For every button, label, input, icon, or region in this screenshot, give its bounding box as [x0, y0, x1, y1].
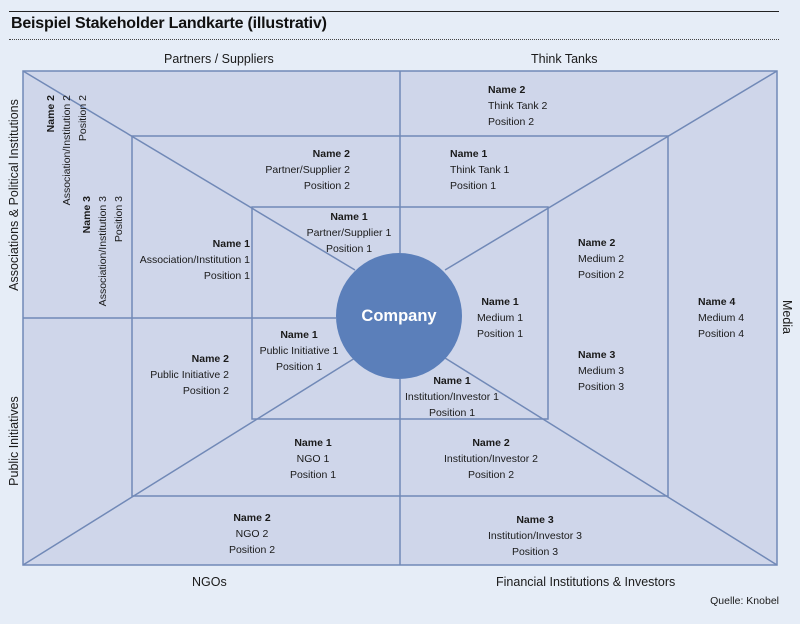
stakeholder-name: Name 1: [330, 211, 368, 223]
diagonal-bottom-left: [22, 357, 356, 566]
stakeholder-position: Position 2: [303, 180, 350, 192]
stakeholder-name: Name 1: [450, 148, 488, 160]
stakeholder-name: Name 2: [45, 95, 57, 133]
category-media: Media: [780, 299, 794, 335]
stakeholder-name: Name 4: [698, 296, 736, 308]
stakeholder-org: Institution/Investor 3: [488, 530, 582, 542]
company-circle: Company: [336, 253, 462, 379]
stakeholder-position: Position 1: [289, 469, 337, 481]
page-title: Beispiel Stakeholder Landkarte (illustra…: [11, 15, 327, 32]
stakeholder-position: Position 1: [428, 407, 476, 419]
stakeholder-name: Name 2: [488, 84, 526, 96]
stakeholder-position: Position 2: [182, 385, 229, 397]
stakeholder-position: Position 3: [511, 546, 559, 558]
stakeholder-name: Name 3: [578, 349, 616, 361]
stakeholder-name: Name 1: [294, 437, 332, 449]
stakeholder-position: Position 1: [325, 243, 373, 255]
stakeholder-association-3: Name 3 Association/Institution 3 Positio…: [79, 196, 127, 320]
stakeholder-position: Position 2: [578, 269, 625, 281]
stakeholder-public-initiative-1: Name 1 Public Initiative 1 Position 1: [254, 327, 344, 375]
stakeholder-position: Position 1: [275, 361, 323, 373]
diagonal-top-right: [444, 70, 778, 271]
stakeholder-medium-1: Name 1 Medium 1 Position 1: [470, 294, 530, 342]
stakeholder-name: Name 1: [433, 375, 471, 387]
stakeholder-ngo-1: Name 1 NGO 1 Position 1: [268, 435, 358, 483]
stakeholder-name: Name 1: [481, 296, 519, 308]
stakeholder-name: Name 1: [212, 238, 250, 250]
source-note: Quelle: Knobel: [710, 595, 779, 607]
stakeholder-org: Association/Institution 2: [61, 95, 73, 206]
stakeholder-position: Position 3: [578, 381, 625, 393]
stakeholder-partner-1: Name 1 Partner/Supplier 1 Position 1: [306, 209, 392, 257]
category-think-tanks: Think Tanks: [531, 52, 598, 66]
category-ngos: NGOs: [192, 575, 227, 589]
stakeholder-org: NGO 1: [296, 453, 330, 465]
diagonal-bottom-right: [444, 357, 778, 566]
stakeholder-org: Institution/Investor 1: [405, 391, 499, 403]
category-public-initiatives: Public Initiatives: [7, 396, 21, 486]
stakeholder-thinktank-1: Name 1 Think Tank 1 Position 1: [450, 146, 509, 194]
stakeholder-org: Partner/Supplier 1: [306, 227, 392, 239]
stakeholder-name: Name 2: [191, 353, 229, 365]
stakeholder-position: Position 1: [203, 270, 250, 282]
stakeholder-position: Position 2: [228, 544, 276, 556]
stakeholder-org: NGO 2: [235, 528, 269, 540]
stakeholder-position: Position 4: [698, 328, 745, 340]
category-associations: Associations & Political Institutions: [7, 99, 21, 291]
stakeholder-partner-2: Name 2 Partner/Supplier 2 Position 2: [265, 146, 350, 194]
stakeholder-medium-4: Name 4 Medium 4 Position 4: [698, 294, 744, 342]
stakeholder-public-initiative-2: Name 2 Public Initiative 2 Position 2: [150, 351, 229, 399]
stakeholder-investor-1: Name 1 Institution/Investor 1 Position 1: [398, 373, 506, 421]
stakeholder-position: Position 1: [450, 180, 497, 192]
stakeholder-position: Position 3: [113, 196, 125, 243]
stakeholder-org: Public Initiative 2: [150, 369, 229, 381]
dotted-divider: [9, 39, 779, 40]
stakeholder-org: Public Initiative 1: [259, 345, 339, 357]
stakeholder-name: Name 3: [516, 514, 554, 526]
stakeholder-org: Partner/Supplier 2: [265, 164, 350, 176]
top-rule: [9, 11, 779, 12]
stakeholder-position: Position 1: [476, 328, 524, 340]
stakeholder-name: Name 2: [233, 512, 271, 524]
stakeholder-position: Position 2: [488, 116, 535, 128]
category-partners-suppliers: Partners / Suppliers: [164, 52, 274, 66]
stakeholder-association-1: Name 1 Association/Institution 1 Positio…: [140, 236, 250, 284]
stakeholder-org: Institution/Investor 2: [444, 453, 538, 465]
stakeholder-org: Think Tank 2: [488, 100, 548, 112]
stakeholder-org: Think Tank 1: [450, 164, 510, 176]
stakeholder-medium-3: Name 3 Medium 3 Position 3: [578, 347, 624, 395]
stakeholder-ngo-2: Name 2 NGO 2 Position 2: [207, 510, 297, 558]
stakeholder-org: Medium 2: [578, 253, 625, 265]
stakeholder-org: Medium 4: [698, 312, 745, 324]
stakeholder-name: Name 1: [280, 329, 318, 341]
stakeholder-medium-2: Name 2 Medium 2 Position 2: [578, 235, 624, 283]
stakeholder-name: Name 2: [472, 437, 510, 449]
stakeholder-name: Name 2: [578, 237, 616, 249]
stakeholder-org: Association/Institution 1: [139, 254, 250, 266]
stakeholder-investor-2: Name 2 Institution/Investor 2 Position 2: [436, 435, 546, 483]
stakeholder-investor-3: Name 3 Institution/Investor 3 Position 3: [480, 512, 590, 560]
stakeholder-name: Name 3: [81, 196, 93, 234]
category-financial-institutions: Financial Institutions & Investors: [496, 575, 676, 589]
stakeholder-thinktank-2: Name 2 Think Tank 2 Position 2: [488, 82, 547, 130]
stakeholder-org: Medium 3: [578, 365, 625, 377]
stakeholder-position: Position 2: [467, 469, 515, 481]
stakeholder-org: Medium 1: [476, 312, 524, 324]
diagonal-top-left: [22, 70, 356, 271]
stakeholder-org: Association/Institution 3: [97, 196, 109, 307]
stakeholder-name: Name 2: [312, 148, 350, 160]
